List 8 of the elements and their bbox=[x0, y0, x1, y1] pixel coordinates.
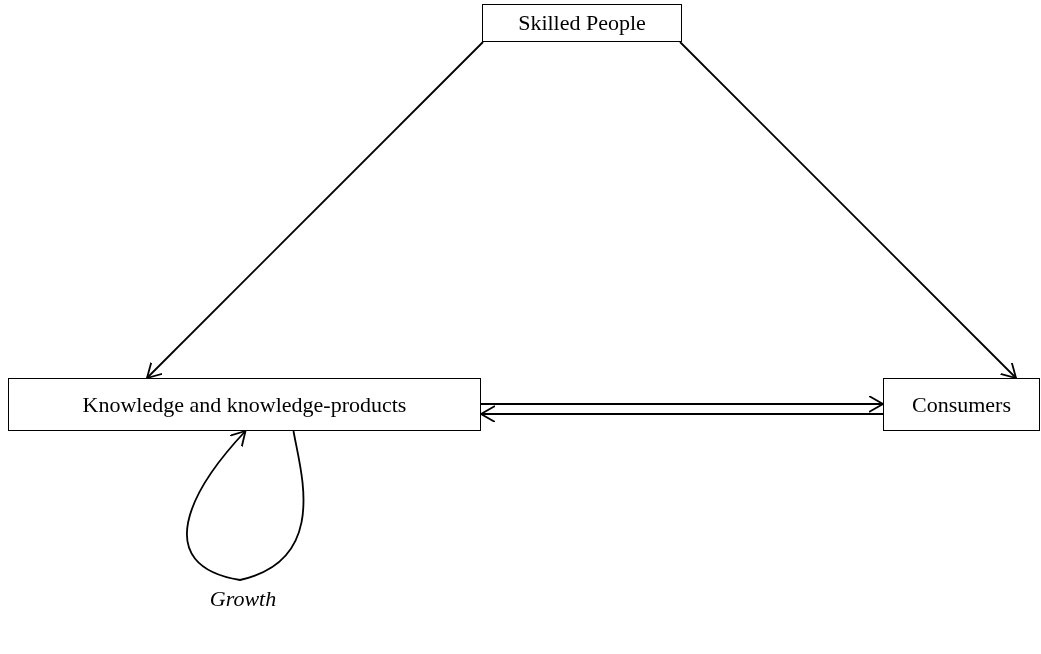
label-box: Consumers bbox=[883, 378, 1040, 431]
label-box: Skilled People bbox=[482, 4, 682, 42]
arrow bbox=[146, 41, 484, 379]
arrow bbox=[480, 395, 884, 413]
arrow bbox=[480, 405, 884, 423]
arrow bbox=[679, 41, 1017, 379]
label-box: Knowledge and knowledge-products bbox=[8, 378, 481, 431]
loop-arrow bbox=[186, 430, 305, 581]
